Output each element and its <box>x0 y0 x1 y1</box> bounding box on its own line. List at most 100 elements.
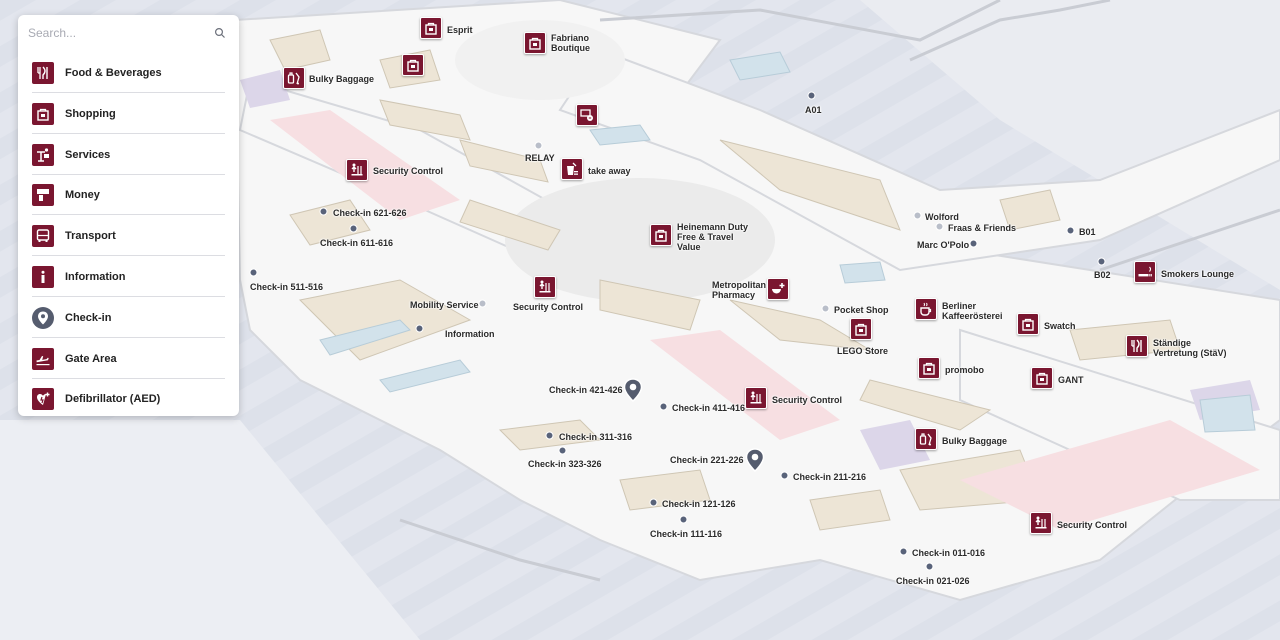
category-gate-area[interactable]: Gate Area <box>18 339 239 379</box>
map-label[interactable]: Wolford <box>925 212 959 222</box>
poi-label[interactable]: Security Control <box>772 395 843 405</box>
map-label[interactable]: Pocket Shop <box>834 305 889 315</box>
location-dot[interactable] <box>899 547 908 556</box>
shopping-bag-icon[interactable] <box>524 32 546 54</box>
map-label[interactable]: Check-in 621-626 <box>333 208 407 218</box>
poi-label[interactable]: Swatch <box>1044 321 1076 331</box>
location-dot[interactable] <box>969 239 978 248</box>
category-label: Information <box>65 271 126 283</box>
water-features <box>319 51 1256 433</box>
category-money[interactable]: Money <box>18 175 239 216</box>
map-label[interactable]: Check-in 111-116 <box>650 529 723 539</box>
map-label[interactable]: Fraas & Friends <box>948 223 1017 233</box>
map-label[interactable]: Check-in 411-416 <box>672 403 746 413</box>
location-dot[interactable] <box>807 91 816 100</box>
map-label[interactable]: Check-in 611-616 <box>320 238 394 248</box>
shopping-bag-icon[interactable] <box>402 54 424 76</box>
map-label[interactable]: Information <box>445 329 495 339</box>
map-label[interactable]: Check-in 511-516 <box>250 282 324 292</box>
shopping-bag-icon[interactable] <box>420 17 442 39</box>
category-check-in[interactable]: Check-in <box>18 298 239 338</box>
smoking-icon[interactable] <box>1134 261 1156 283</box>
cutlery-icon[interactable] <box>1126 335 1148 357</box>
category-services[interactable]: Services <box>18 135 239 175</box>
map-label[interactable]: A01 <box>805 105 822 115</box>
search-bar <box>18 15 239 51</box>
search-icon[interactable] <box>214 27 226 39</box>
location-dot[interactable] <box>679 515 688 524</box>
bulky-baggage-icon[interactable] <box>915 428 937 450</box>
map-label[interactable]: B02 <box>1094 270 1111 280</box>
location-dot[interactable] <box>780 471 789 480</box>
shopping-bag-icon[interactable] <box>918 357 940 379</box>
shopping-bag-icon[interactable] <box>1017 313 1039 335</box>
category-food-beverages[interactable]: Food & Beverages <box>18 53 239 93</box>
category-defibrillator-aed[interactable]: Defibrillator (AED) <box>18 379 239 416</box>
security-icon[interactable] <box>534 276 556 298</box>
poi-label[interactable]: Smokers Lounge <box>1161 269 1235 279</box>
poi-label[interactable]: Security Control <box>373 166 444 176</box>
poi-label[interactable]: promobo <box>945 365 984 375</box>
divider <box>32 255 225 257</box>
location-dot[interactable] <box>349 224 358 233</box>
security-icon[interactable] <box>745 387 767 409</box>
map-label[interactable]: Check-in 021-026 <box>896 576 970 586</box>
coffee-icon[interactable] <box>915 298 937 320</box>
location-dot[interactable] <box>821 304 830 313</box>
map-label[interactable]: B01 <box>1079 227 1096 237</box>
map-label[interactable]: Check-in 421-426 <box>549 385 623 395</box>
category-transport[interactable]: Transport <box>18 216 239 257</box>
location-dot[interactable] <box>659 402 668 411</box>
map-label[interactable]: Mobility Service <box>410 300 479 310</box>
location-dot[interactable] <box>1097 257 1106 266</box>
takeaway-icon[interactable] <box>561 158 583 180</box>
location-dot[interactable] <box>319 207 328 216</box>
poi-label[interactable]: Bulky Baggage <box>309 74 375 84</box>
category-information[interactable]: Information <box>18 257 239 297</box>
map-label[interactable]: Check-in 311-316 <box>559 432 633 442</box>
poi-label[interactable]: take away <box>588 166 631 176</box>
bulky-baggage-icon[interactable] <box>283 67 305 89</box>
location-dot[interactable] <box>545 431 554 440</box>
shopping-bag-icon[interactable] <box>650 224 672 246</box>
pharmacy-icon[interactable] <box>767 278 789 300</box>
shopping-bag-icon[interactable] <box>1031 367 1053 389</box>
map-label[interactable]: Check-in 011-016 <box>912 548 986 558</box>
location-dot[interactable] <box>649 498 658 507</box>
location-dot[interactable] <box>925 562 934 571</box>
location-dot[interactable] <box>415 324 424 333</box>
location-dot[interactable] <box>249 268 258 277</box>
poi-label[interactable]: LEGO Store <box>837 346 889 356</box>
map-label[interactable]: Check-in 121-126 <box>662 499 736 509</box>
map-label[interactable]: Check-in 211-216 <box>793 472 867 482</box>
poi-label[interactable]: Security Control <box>1057 520 1128 530</box>
location-dot[interactable] <box>935 222 944 231</box>
location-dot[interactable] <box>534 141 543 150</box>
map-label[interactable]: Check-in 221-226 <box>670 455 744 465</box>
shopping-bag-icon[interactable] <box>850 318 872 340</box>
map-label[interactable]: Check-in 323-326 <box>528 459 602 469</box>
currency-exchange-icon[interactable] <box>576 104 598 126</box>
check-in-pin-icon[interactable] <box>745 448 765 472</box>
check-in-pin-icon[interactable] <box>623 378 643 402</box>
poi-label[interactable]: Esprit <box>447 25 473 35</box>
location-dot[interactable] <box>478 299 487 308</box>
map-label[interactable]: Marc O'Polo <box>917 240 970 250</box>
security-icon[interactable] <box>346 159 368 181</box>
location-dot[interactable] <box>913 211 922 220</box>
location-dot[interactable] <box>1066 226 1075 235</box>
poi-label[interactable]: Bulky Baggage <box>942 436 1008 446</box>
location-dot[interactable] <box>558 446 567 455</box>
poi-label[interactable]: GANT <box>1058 375 1084 385</box>
security-icon[interactable] <box>1030 512 1052 534</box>
map-label[interactable]: RELAY <box>525 153 555 163</box>
search-input[interactable] <box>28 23 208 43</box>
category-shopping[interactable]: Shopping <box>18 94 239 134</box>
poi-label[interactable]: Security Control <box>513 302 584 312</box>
